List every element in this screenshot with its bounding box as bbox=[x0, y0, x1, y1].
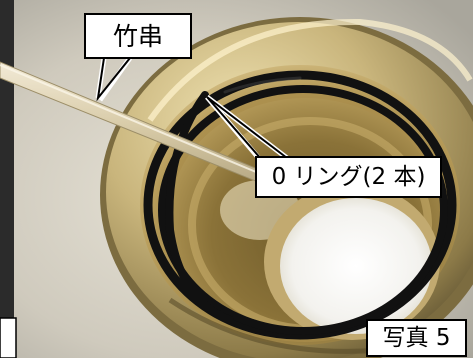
o-rings bbox=[143, 70, 457, 340]
skewer-label: 竹串 bbox=[84, 13, 192, 59]
o-ring-callout-pointer bbox=[206, 96, 288, 161]
photo-number-label: 写真 5 bbox=[366, 319, 467, 357]
skewer-callout-pointer bbox=[96, 57, 131, 102]
left-corner-box bbox=[0, 317, 17, 358]
o-ring-label: 0 リング(2 本) bbox=[255, 156, 442, 198]
left-dark-strip bbox=[0, 0, 14, 358]
